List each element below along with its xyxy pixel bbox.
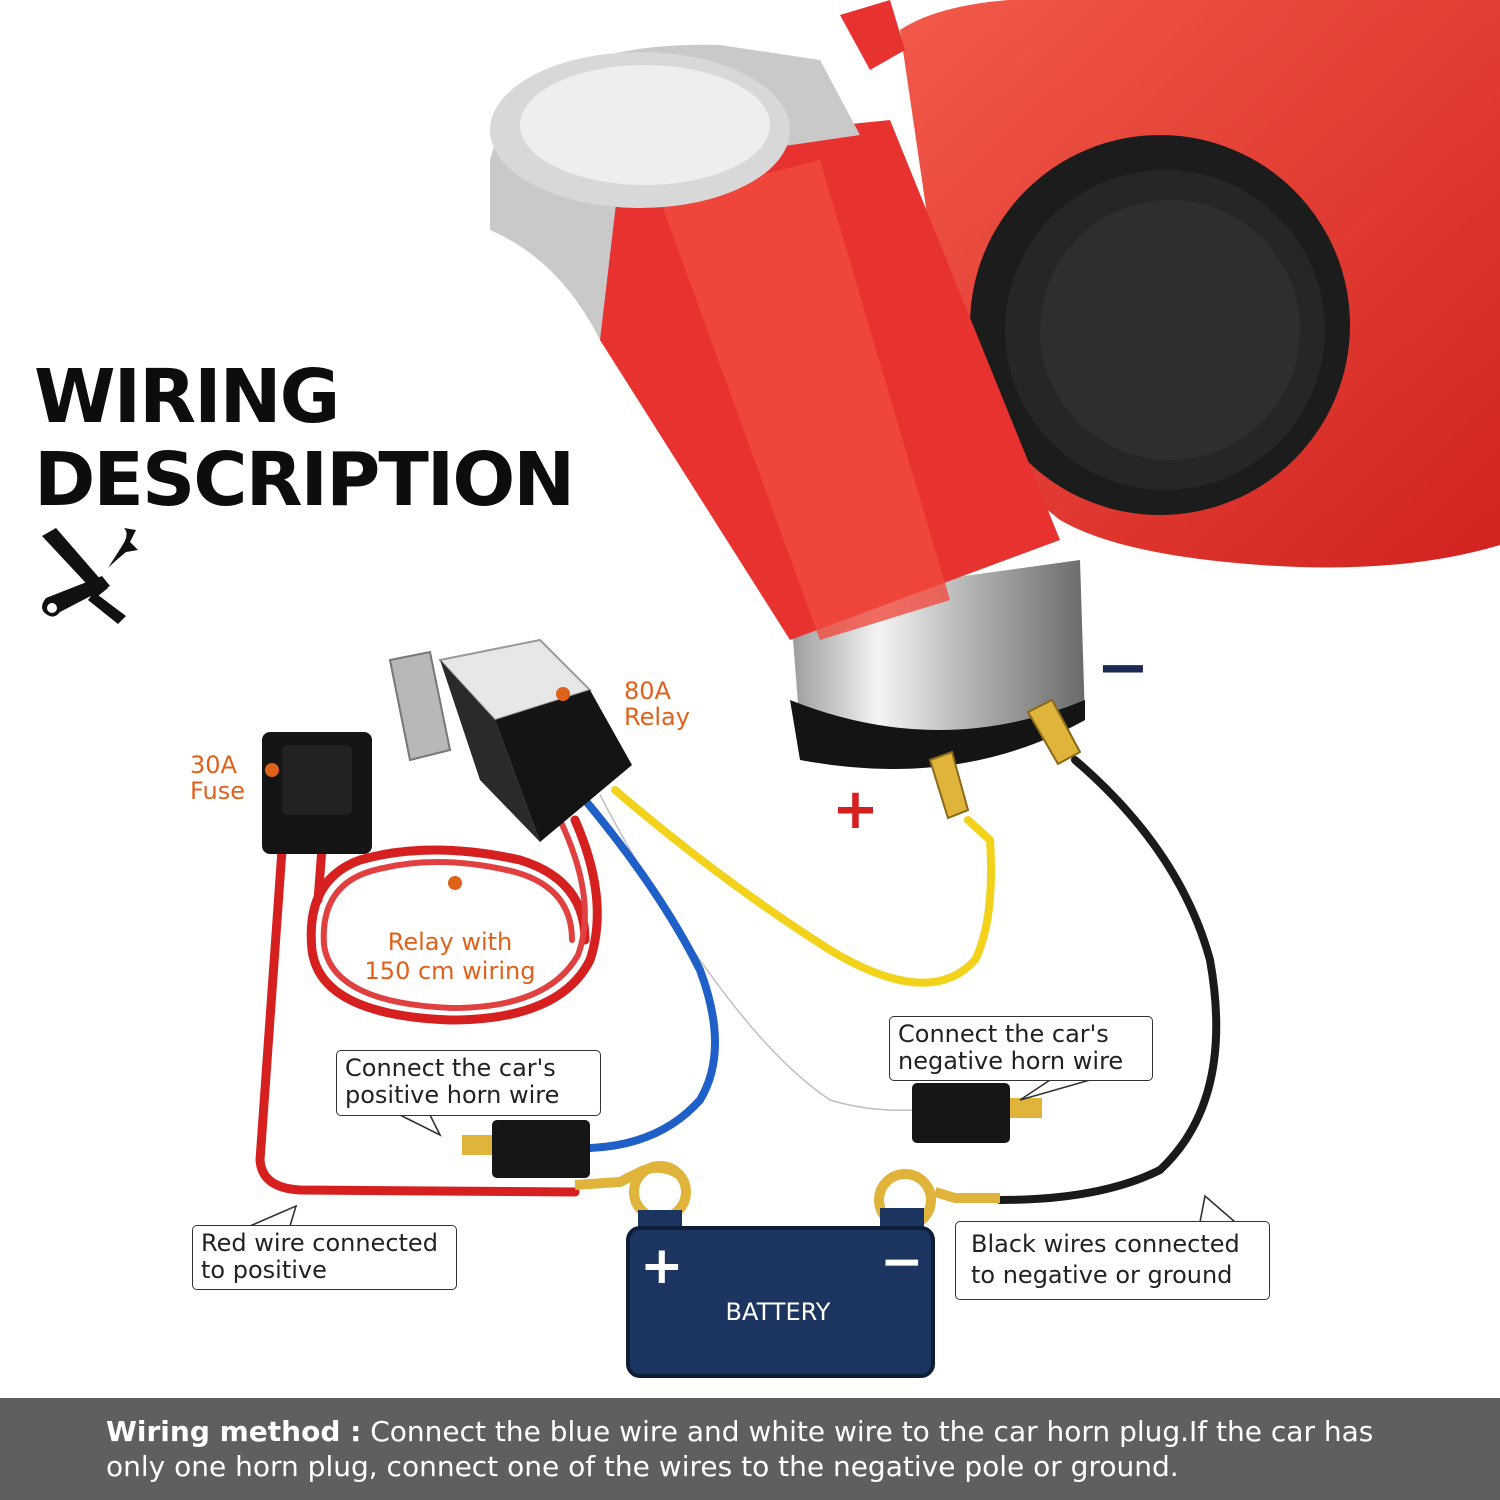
- negative-horn-callout-line1: Connect the car's: [898, 1020, 1109, 1048]
- motor-red-bracket: [840, 0, 905, 70]
- relay: [388, 638, 632, 842]
- red-wire-fuse-left: [255, 845, 580, 1197]
- horn-negative-sign: −: [1096, 631, 1150, 705]
- air-horn: [490, 0, 1500, 769]
- footer-bold-label: Wiring method :: [106, 1415, 362, 1448]
- wiring-method-footer: Wiring method : Connect the blue wire an…: [0, 1398, 1500, 1500]
- footer-line2: only one horn plug, connect one of the w…: [106, 1450, 1179, 1483]
- harness-label-line2: 150 cm wiring: [364, 957, 536, 985]
- negative-spade-terminal: [1026, 698, 1082, 766]
- callout-tails: [249, 1079, 1236, 1227]
- fuse-label-line2: Fuse: [190, 777, 245, 805]
- compressor-red-rib: [660, 160, 950, 640]
- harness-marker-dot: [448, 876, 462, 890]
- positive-horn-plug-pin: [462, 1135, 492, 1155]
- black-wire-callout: Black wires connected to negative or gro…: [955, 1221, 1270, 1300]
- black-wire-callout-tail: [1199, 1194, 1236, 1223]
- red-wire-callout-tail: [249, 1204, 298, 1227]
- white-wire: [595, 790, 917, 1116]
- red-wire-callout: Red wire connected to positive: [192, 1225, 457, 1290]
- red-wire-coil: [306, 815, 602, 1025]
- relay-marker-dot: [556, 687, 570, 701]
- negative-ring-terminal: [933, 1187, 1000, 1203]
- red-wire-callout-line1: Red wire connected: [201, 1229, 438, 1257]
- fuse-holder: [262, 732, 372, 854]
- relay-label: 80A Relay: [624, 678, 690, 730]
- fuse-label: 30A Fuse: [190, 752, 245, 804]
- fuse-holder-lid: [282, 745, 352, 815]
- battery: [626, 1208, 935, 1378]
- wrench-screwdriver-icon: [42, 528, 138, 624]
- harness-label: Relay with 150 cm wiring: [350, 928, 550, 986]
- positive-horn-callout-line1: Connect the car's: [345, 1054, 556, 1082]
- battery-body: [626, 1226, 935, 1378]
- horn-cap-highlight: [1040, 200, 1300, 460]
- positive-spade-terminal: [928, 750, 970, 820]
- footer-line1-text: Connect the blue wire and white wire to …: [361, 1415, 1374, 1448]
- black-wire-callout-line1: Black wires connected: [971, 1230, 1240, 1258]
- relay-mount-bracket: [388, 650, 452, 762]
- battery-negative-sign: −: [880, 1232, 924, 1292]
- horn-positive-sign: +: [832, 777, 879, 842]
- horn-terminals: [928, 698, 1082, 820]
- wires: [255, 756, 1221, 1204]
- negative-horn-callout-line2: negative horn wire: [898, 1047, 1124, 1075]
- page-title-line1: WIRING: [34, 354, 340, 440]
- battery-label: BATTERY: [725, 1298, 831, 1326]
- red-wire-coil-inner: [320, 817, 588, 1012]
- relay-side: [440, 660, 540, 842]
- page-title-line2: DESCRIPTION: [34, 437, 575, 523]
- connector-plugs: [462, 1083, 1042, 1178]
- negative-horn-callout: Connect the car's negative horn wire: [889, 1016, 1153, 1081]
- positive-horn-callout-line2: positive horn wire: [345, 1081, 560, 1109]
- harness-label-line1: Relay with: [387, 928, 513, 956]
- footer-line1: Wiring method : Connect the blue wire an…: [106, 1414, 1394, 1449]
- yellow-wire: [611, 786, 995, 987]
- relay-label-line1: 80A: [624, 677, 671, 705]
- fuse-label-line1: 30A: [190, 751, 237, 779]
- compressor-black-ring: [790, 700, 1085, 769]
- relay-housing: [495, 690, 632, 842]
- battery-positive-sign: +: [640, 1236, 684, 1296]
- relay-label-line2: Relay: [624, 703, 690, 731]
- red-wire-callout-line2: to positive: [201, 1256, 327, 1284]
- black-wire: [996, 756, 1221, 1204]
- negative-horn-plug: [912, 1083, 1010, 1143]
- black-wire-callout-line2: to negative or ground: [971, 1261, 1233, 1289]
- motor-top-cap-inner: [520, 65, 770, 185]
- white-wire-outline: [599, 794, 913, 1112]
- positive-horn-plug: [492, 1120, 590, 1178]
- red-wire-fuse-right: [313, 843, 327, 905]
- blue-wire: [581, 796, 719, 1152]
- positive-callout-tail: [399, 1114, 442, 1137]
- negative-horn-plug-pin: [1010, 1098, 1042, 1118]
- fuse-marker-dot: [265, 763, 279, 777]
- negative-callout-tail: [1019, 1079, 1091, 1101]
- positive-horn-callout: Connect the car's positive horn wire: [336, 1050, 601, 1116]
